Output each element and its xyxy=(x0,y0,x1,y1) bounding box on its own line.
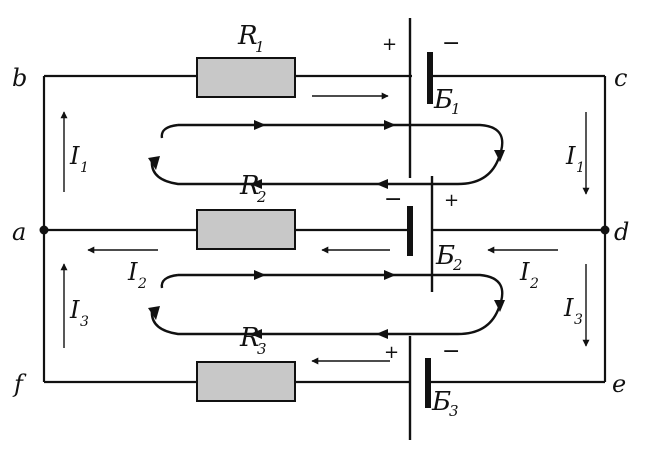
left-i3-subscript: 3 xyxy=(80,314,89,330)
battery3-minus: − xyxy=(442,339,460,364)
emf2-subscript: 2 xyxy=(452,256,463,274)
lower-loop-path xyxy=(150,273,504,336)
upper-loop-arrow-4 xyxy=(376,179,388,189)
upper-loop-path xyxy=(150,123,504,186)
lower-loop-arrow-5 xyxy=(250,329,262,339)
lower-loop-start xyxy=(160,273,179,289)
r1-subscript: 1 xyxy=(255,38,265,56)
battery3-plus: + xyxy=(384,342,399,363)
node-f-label: f xyxy=(12,370,27,398)
emf2-label: Б xyxy=(435,241,455,271)
left-i3-label: I xyxy=(69,296,80,324)
right-i3-label: I xyxy=(563,294,574,322)
resistor-r2 xyxy=(196,209,296,250)
lower-loop-arrow-2 xyxy=(384,270,396,280)
lower-loop-arrow-4 xyxy=(376,329,388,339)
emf3-subscript: 3 xyxy=(449,402,459,420)
left-i2-subscript: 2 xyxy=(137,276,147,292)
r3-label: R xyxy=(239,323,260,353)
battery2-plus: + xyxy=(444,190,459,211)
node-d-dot xyxy=(600,225,610,235)
r1-label: R xyxy=(237,21,258,51)
node-b-label: b xyxy=(12,64,27,92)
right-i1-subscript: 1 xyxy=(576,160,585,176)
lower-loop-arrow-3 xyxy=(494,300,505,312)
left-i1-subscript: 1 xyxy=(80,160,89,176)
lower-loop-arrow-1 xyxy=(254,270,266,280)
node-a-label: a xyxy=(12,218,26,246)
resistor-r3 xyxy=(196,361,296,402)
emf1-subscript: 1 xyxy=(451,100,461,118)
lower-loop-arrow-6 xyxy=(148,306,160,320)
left-i2-label: I xyxy=(127,258,138,286)
emf3-label: Б xyxy=(431,387,451,417)
emf1-label: Б xyxy=(433,85,453,115)
node-d-label: d xyxy=(614,218,629,246)
upper-loop-arrow-5 xyxy=(250,179,262,189)
resistor-r1 xyxy=(196,57,296,98)
upper-loop-arrow-1 xyxy=(254,120,266,130)
r2-label: R xyxy=(239,171,260,201)
battery2-minus: − xyxy=(384,187,402,212)
upper-loop-arrow-2 xyxy=(384,120,396,130)
node-a-dot xyxy=(39,225,49,235)
node-e-label: e xyxy=(612,370,626,398)
upper-loop-arrow-6 xyxy=(148,156,160,170)
right-i2-subscript: 2 xyxy=(529,276,539,292)
r3-subscript: 3 xyxy=(257,340,267,358)
upper-loop-start xyxy=(160,123,179,139)
right-i1-label: I xyxy=(565,142,576,170)
upper-loop-arrow-3 xyxy=(494,150,505,162)
battery1-plus: + xyxy=(382,34,397,55)
node-c-label: c xyxy=(614,64,627,92)
battery1-minus: − xyxy=(442,31,460,56)
r2-subscript: 2 xyxy=(256,188,267,206)
right-i2-label: I xyxy=(519,258,530,286)
right-i3-subscript: 3 xyxy=(574,312,583,328)
left-i1-label: I xyxy=(69,142,80,170)
